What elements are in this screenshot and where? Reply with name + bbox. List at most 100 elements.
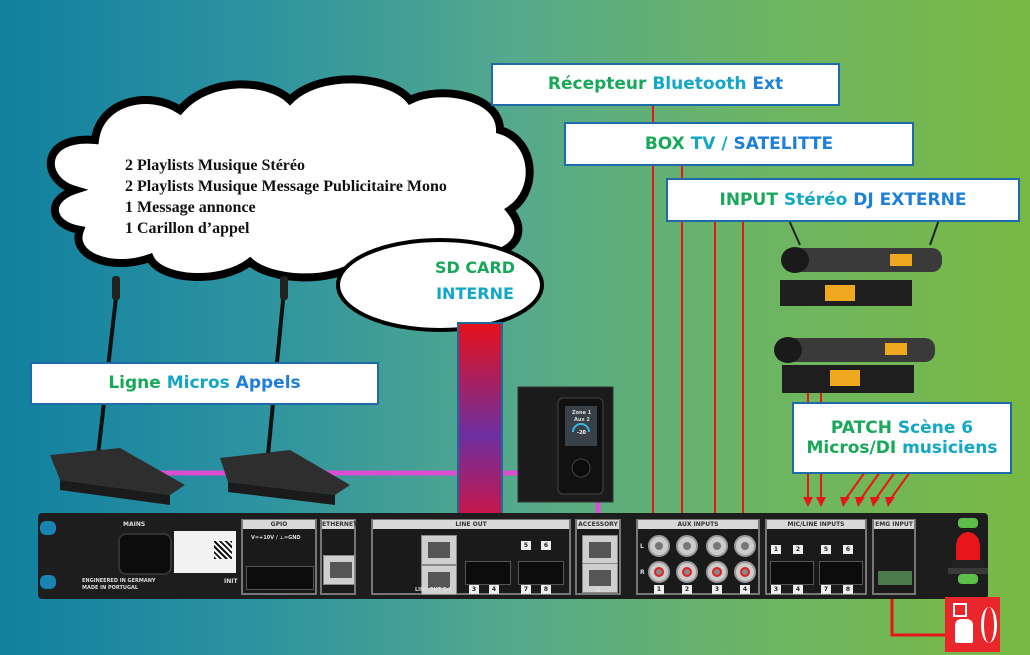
aux-jack-3l[interactable]: [706, 535, 728, 557]
label-box-tv: BOX TV / SATELITTE: [564, 122, 914, 166]
aux-jack-3r[interactable]: [706, 561, 728, 583]
label-word: PATCH: [830, 417, 892, 438]
init-label: INIT: [224, 578, 238, 585]
made-in-line1: ENGINEERED IN GERMANY: [82, 578, 156, 584]
button-glyph: [953, 603, 967, 617]
port-number: 3: [712, 585, 722, 594]
cloud-line: 2 Playlists Musique Stéréo: [125, 157, 305, 174]
label-word: Scène 6: [897, 417, 974, 438]
label-word: Ext: [752, 74, 784, 95]
aux-jack-2r[interactable]: [676, 561, 698, 583]
flame-glyph: [981, 607, 997, 643]
line-out-terminal-b[interactable]: [518, 561, 564, 585]
hand-glyph: [955, 619, 973, 643]
port-number: 5: [521, 541, 531, 550]
accessory-port-a[interactable]: [582, 535, 618, 565]
aux-inputs-panel: AUX INPUTS L R 1 2 3 4: [636, 519, 760, 595]
wall-panel-level: -20: [577, 430, 587, 436]
aux-inputs-title: AUX INPUTS: [638, 520, 758, 529]
cloud-content-list: 2 Playlists Musique Stéréo 2 Playlists M…: [125, 155, 447, 239]
sd-card-label: SD CARD INTERNE: [420, 255, 530, 307]
accessory-port-b[interactable]: [582, 563, 618, 593]
cloud-line: 1 Carillon d’appel: [125, 220, 250, 237]
port-number: 6: [541, 541, 551, 550]
mains-label: MAINS: [123, 521, 146, 528]
label-micros-appels: Ligne Micros Appels: [30, 362, 379, 405]
line-out-bottom-label: LINE OUT 5-8: [415, 587, 452, 593]
gpio-terminal[interactable]: [246, 566, 314, 590]
line-out-rj45-bottom[interactable]: [421, 565, 457, 595]
aux-jack-4r[interactable]: [734, 561, 756, 583]
rack-ear-hole: [40, 521, 56, 535]
emg-terminal[interactable]: [878, 571, 912, 585]
made-in-line2: MADE IN PORTUGAL: [82, 585, 139, 591]
port-number: 3: [771, 585, 781, 594]
port-number: 2: [793, 545, 803, 554]
label-word: Récepteur: [547, 74, 647, 95]
gpio-legend: V=+10V / ⊥=GND: [251, 535, 301, 541]
sd-card-bubble: [336, 238, 544, 332]
line-out-rj45-top[interactable]: [421, 535, 457, 565]
port-number: 5: [821, 545, 831, 554]
label-word: TV /: [690, 133, 728, 154]
port-number: 4: [740, 585, 750, 594]
audio-processor-rack: MAINS ENGINEERED IN GERMANY MADE IN PORT…: [38, 513, 988, 599]
power-inlet: [118, 533, 172, 575]
port-number: 3: [469, 585, 479, 594]
line-out-title: LINE OUT: [373, 520, 569, 529]
label-word: Stéréo: [783, 189, 848, 210]
sd-card-line1: SD CARD: [434, 258, 516, 277]
mic-terminal-a[interactable]: [770, 561, 814, 585]
emg-input-title: EMG INPUT: [874, 520, 914, 529]
aux-jack-1r[interactable]: [648, 561, 670, 583]
emg-input-panel: EMG INPUT: [872, 519, 916, 595]
emg-wire: [890, 590, 945, 637]
label-word: BOX: [644, 133, 685, 154]
aux-jack-4l[interactable]: [734, 535, 756, 557]
sd-card-line2: INTERNE: [436, 284, 514, 303]
label-word: DJ EXTERNE: [853, 189, 967, 210]
line-out-terminal-a[interactable]: [465, 561, 511, 585]
gpio-panel: GPIO V=+10V / ⊥=GND: [241, 519, 317, 595]
port-number: 6: [843, 545, 853, 554]
label-word: Ligne: [108, 373, 161, 394]
wall-panel-zone: Zone 1: [572, 410, 592, 416]
label-word: Bluetooth: [652, 74, 747, 95]
accessory-title: ACCESSORY: [577, 520, 619, 529]
device-info-sticker: [174, 531, 236, 573]
wireless-mic-2: [774, 337, 935, 393]
cloud-line: 1 Message annonce: [125, 199, 256, 216]
accessory-panel: ACCESSORY B: [575, 519, 621, 595]
label-dj-input: INPUT Stéréo DJ EXTERNE: [666, 178, 1020, 222]
ethernet-port[interactable]: [323, 555, 355, 585]
label-bluetooth-receiver: Récepteur Bluetooth Ext: [491, 63, 840, 106]
rack-ear-hole: [40, 575, 56, 589]
label-word: Micros/DI: [806, 438, 897, 458]
port-number: 8: [541, 585, 551, 594]
ethernet-panel: ETHERNET: [320, 519, 358, 595]
mic-line-inputs-panel: MIC/LINE INPUTS 1 2 5 6 3 4 7 8: [765, 519, 867, 595]
port-number: 1: [771, 545, 781, 554]
label-word: musiciens: [902, 438, 998, 458]
cloud-line: 2 Playlists Musique Message Publicitaire…: [125, 178, 447, 195]
port-number: 2: [682, 585, 692, 594]
label-word: Appels: [235, 373, 301, 394]
port-number: 4: [489, 585, 499, 594]
label-patch-scene: PATCH Scène 6 Micros/DI musiciens: [792, 402, 1012, 474]
label-word: Micros: [166, 373, 230, 394]
port-number: 8: [843, 585, 853, 594]
wall-panel-source: Aux 2: [574, 417, 590, 423]
fire-alarm-button-icon: [945, 597, 1000, 652]
aux-jack-2l[interactable]: [676, 535, 698, 557]
port-number: 4: [793, 585, 803, 594]
ethernet-title: ETHERNET: [322, 520, 358, 529]
cloud-shape: [46, 75, 534, 282]
line-out-panel: LINE OUT LINE OUT 5-8 5 6 3 4 7 8: [371, 519, 571, 595]
port-number: 7: [821, 585, 831, 594]
mic-terminal-b[interactable]: [819, 561, 863, 585]
aux-jack-1l[interactable]: [648, 535, 670, 557]
qr-code-icon: [214, 541, 232, 559]
accessory-b-label: B: [596, 587, 601, 594]
channel-right-label: R: [640, 569, 645, 576]
